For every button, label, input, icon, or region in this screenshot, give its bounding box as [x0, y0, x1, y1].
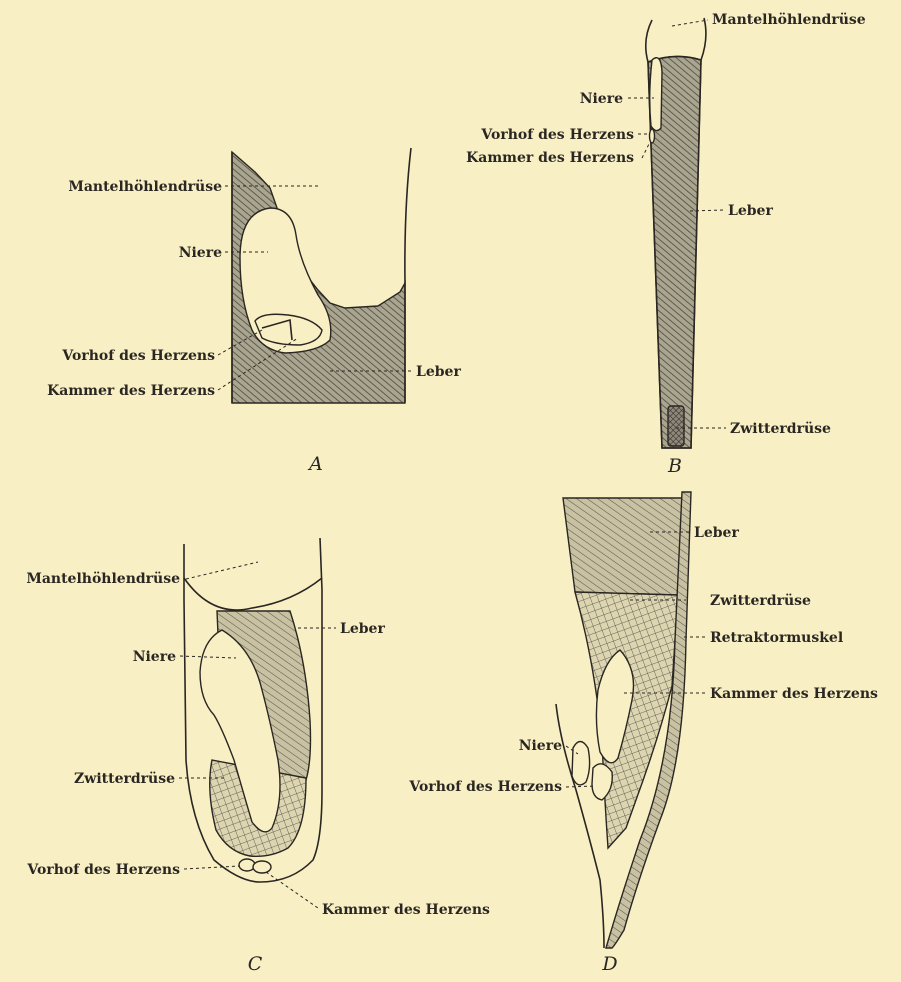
- panel-a-label-kammer: Kammer des Herzens: [47, 383, 215, 399]
- panel-b-niere: [650, 58, 662, 131]
- panel-b-letter: B: [667, 455, 682, 477]
- panel-a-label-leber: Leber: [416, 364, 461, 380]
- panel-b-label-vorhof: Vorhof des Herzens: [480, 127, 634, 143]
- panel-c: [184, 538, 322, 882]
- panel-b-label-mantelhoehlendruese: Mantelhöhlendrüse: [712, 12, 866, 28]
- panel-d-niere: [572, 742, 590, 785]
- panel-c-label-vorhof: Vorhof des Herzens: [26, 862, 180, 878]
- panel-d-label-kammer: Kammer des Herzens: [710, 686, 878, 702]
- panel-d-body-outline: [556, 704, 604, 948]
- panel-d-label-retraktormuskel: Retraktormuskel: [710, 630, 843, 646]
- panel-a-label-mantelhoehlendruese: Mantelhöhlendrüse: [68, 179, 222, 195]
- panel-d-label-leber: Leber: [694, 525, 739, 541]
- panel-b-label-kammer: Kammer des Herzens: [466, 150, 634, 166]
- panel-c-label-kammer: Kammer des Herzens: [322, 902, 490, 918]
- panel-d-letter: D: [601, 953, 617, 975]
- panel-c-letter: C: [248, 953, 263, 975]
- panel-b-label-zwitterdruese: Zwitterdrüse: [730, 421, 831, 437]
- panel-b-vorhof: [650, 129, 655, 143]
- panel-c-kammer: [253, 861, 271, 873]
- panel-b-label-niere: Niere: [580, 91, 623, 107]
- panel-a-label-vorhof: Vorhof des Herzens: [61, 348, 215, 364]
- panel-d-label-niere: Niere: [519, 738, 562, 754]
- panel-b-zwitterdruese: [668, 406, 684, 446]
- panel-a: [232, 148, 411, 403]
- panel-c-label-leber: Leber: [340, 621, 385, 637]
- panel-c-label-niere: Niere: [133, 649, 176, 665]
- panel-d-label-zwitterdruese: Zwitterdrüse: [710, 593, 811, 609]
- panel-b-label-leber: Leber: [728, 203, 773, 219]
- panel-c-vorhof: [239, 859, 255, 871]
- panel-c-label-mantelhoehlendruese: Mantelhöhlendrüse: [26, 571, 180, 587]
- panel-a-letter: A: [307, 453, 323, 475]
- panel-d-label-vorhof: Vorhof des Herzens: [408, 779, 562, 795]
- panel-b: [646, 18, 706, 448]
- panel-a-label-niere: Niere: [179, 245, 222, 261]
- panel-c-label-zwitterdruese: Zwitterdrüse: [74, 771, 175, 787]
- panel-d-leber: [563, 498, 682, 595]
- panel-d: [556, 492, 691, 948]
- panel-c-mantel-arc: [184, 578, 322, 610]
